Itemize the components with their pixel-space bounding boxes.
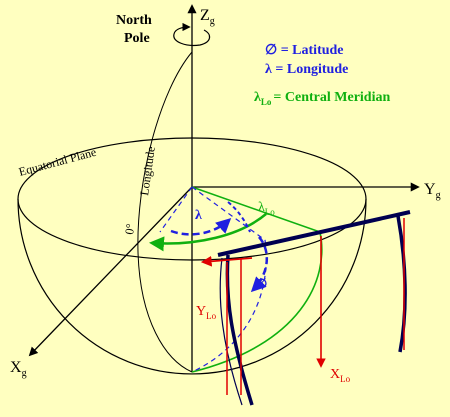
projection-curve-right <box>396 215 407 353</box>
latitude-arc <box>250 236 269 293</box>
zero-degree-label: 0° <box>122 223 137 236</box>
ylo-label: YLo <box>196 304 217 321</box>
legend-central-meridian: λLo= Central Meridian <box>254 90 390 107</box>
phi-label: ∅ <box>256 276 267 291</box>
prime-meridian-arc <box>137 51 193 373</box>
projection-curve-middle <box>219 257 243 406</box>
rotation-arrow <box>173 22 211 47</box>
legend-latitude: ∅ = Latitude <box>265 43 344 58</box>
central-meridian-line <box>191 186 321 233</box>
lambda-lo-label: λLo <box>258 200 275 217</box>
ylo-arrow <box>200 255 253 267</box>
longitude-label: Longitude <box>137 146 158 197</box>
xg-label: Xg <box>10 359 27 379</box>
x-axis <box>28 186 193 357</box>
zero-meridian-dashed <box>159 186 193 233</box>
zg-label: Zg <box>200 7 215 27</box>
lambda-lo-arc <box>149 213 267 252</box>
projection-top-line <box>217 210 411 257</box>
tangent-angle-arc <box>227 201 251 233</box>
point-meridian-dashed <box>191 186 266 241</box>
legend-longitude: λ = Longitude <box>265 62 348 77</box>
north-pole-label-2: Pole <box>124 31 150 46</box>
lambda-label: λ <box>195 208 202 223</box>
hemisphere-outline <box>17 198 367 375</box>
yg-label: Yg <box>424 181 441 201</box>
xlo-label: XLo <box>330 367 351 384</box>
lambda-arc <box>170 217 232 236</box>
north-pole-label-1: North <box>116 13 152 28</box>
